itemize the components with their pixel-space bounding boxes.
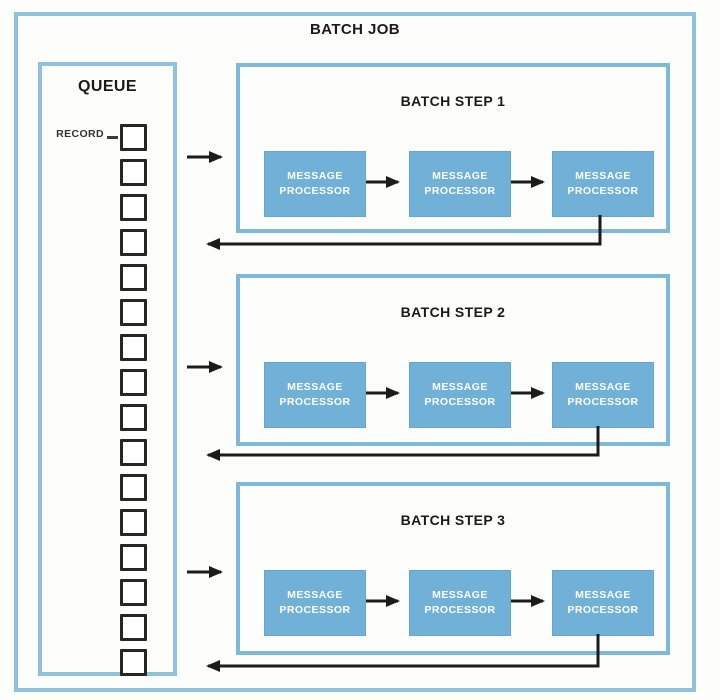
- record-square: [120, 159, 147, 186]
- processor-label-line: PROCESSOR: [279, 396, 351, 408]
- processor-label-line: PROCESSOR: [567, 604, 639, 616]
- message-processor-box: MESSAGE PROCESSOR: [264, 362, 366, 428]
- batch-step-2-container: BATCH STEP 2 MESSAGE PROCESSOR MESSAGE P…: [236, 274, 670, 446]
- record-square: [120, 299, 147, 326]
- message-processor-box: MESSAGE PROCESSOR: [552, 570, 654, 636]
- processor-label-line: MESSAGE: [432, 589, 488, 602]
- processor-label-line: PROCESSOR: [567, 396, 639, 408]
- message-processor-box: MESSAGE PROCESSOR: [552, 151, 654, 217]
- processor-label-line: PROCESSOR: [424, 185, 496, 197]
- message-processor-box: MESSAGE PROCESSOR: [409, 151, 511, 217]
- batch-job-title: BATCH JOB: [310, 21, 400, 38]
- processor-label-line: PROCESSOR: [567, 185, 639, 197]
- processor-label-line: PROCESSOR: [279, 604, 351, 616]
- processor-label-line: MESSAGE: [575, 170, 631, 183]
- message-processor-box: MESSAGE PROCESSOR: [264, 570, 366, 636]
- batch-step-3-container: BATCH STEP 3 MESSAGE PROCESSOR MESSAGE P…: [236, 482, 670, 655]
- processor-label-line: MESSAGE: [575, 381, 631, 394]
- queue-container: [38, 62, 177, 676]
- record-square: [120, 229, 147, 256]
- record-square: [120, 614, 147, 641]
- record-square: [120, 544, 147, 571]
- record-square: [120, 509, 147, 536]
- processor-label-line: MESSAGE: [432, 381, 488, 394]
- processor-label-line: MESSAGE: [287, 381, 343, 394]
- record-label: RECORD: [56, 128, 104, 140]
- message-processor-box: MESSAGE PROCESSOR: [552, 362, 654, 428]
- processor-label-line: PROCESSOR: [424, 396, 496, 408]
- processor-label-line: MESSAGE: [287, 170, 343, 183]
- batch-step-3-title: BATCH STEP 3: [400, 512, 506, 528]
- processor-label-line: MESSAGE: [287, 589, 343, 602]
- record-square: [120, 124, 147, 151]
- record-square: [120, 369, 147, 396]
- message-processor-box: MESSAGE PROCESSOR: [409, 362, 511, 428]
- record-pointer-line: [107, 136, 118, 139]
- processor-label-line: PROCESSOR: [279, 185, 351, 197]
- record-square: [120, 404, 147, 431]
- record-square: [120, 579, 147, 606]
- processor-label-line: MESSAGE: [432, 170, 488, 183]
- processor-label-line: MESSAGE: [575, 589, 631, 602]
- record-square: [120, 334, 147, 361]
- batch-step-2-title: BATCH STEP 2: [400, 304, 506, 320]
- record-square: [120, 474, 147, 501]
- batch-step-1-container: BATCH STEP 1 MESSAGE PROCESSOR MESSAGE P…: [236, 63, 670, 233]
- record-square: [120, 439, 147, 466]
- record-square: [120, 649, 147, 676]
- processor-label-line: PROCESSOR: [424, 604, 496, 616]
- record-square: [120, 194, 147, 221]
- message-processor-box: MESSAGE PROCESSOR: [409, 570, 511, 636]
- queue-title: QUEUE: [78, 78, 137, 95]
- record-square: [120, 264, 147, 291]
- batch-step-1-title: BATCH STEP 1: [400, 93, 506, 109]
- message-processor-box: MESSAGE PROCESSOR: [264, 151, 366, 217]
- record-list: [120, 124, 147, 676]
